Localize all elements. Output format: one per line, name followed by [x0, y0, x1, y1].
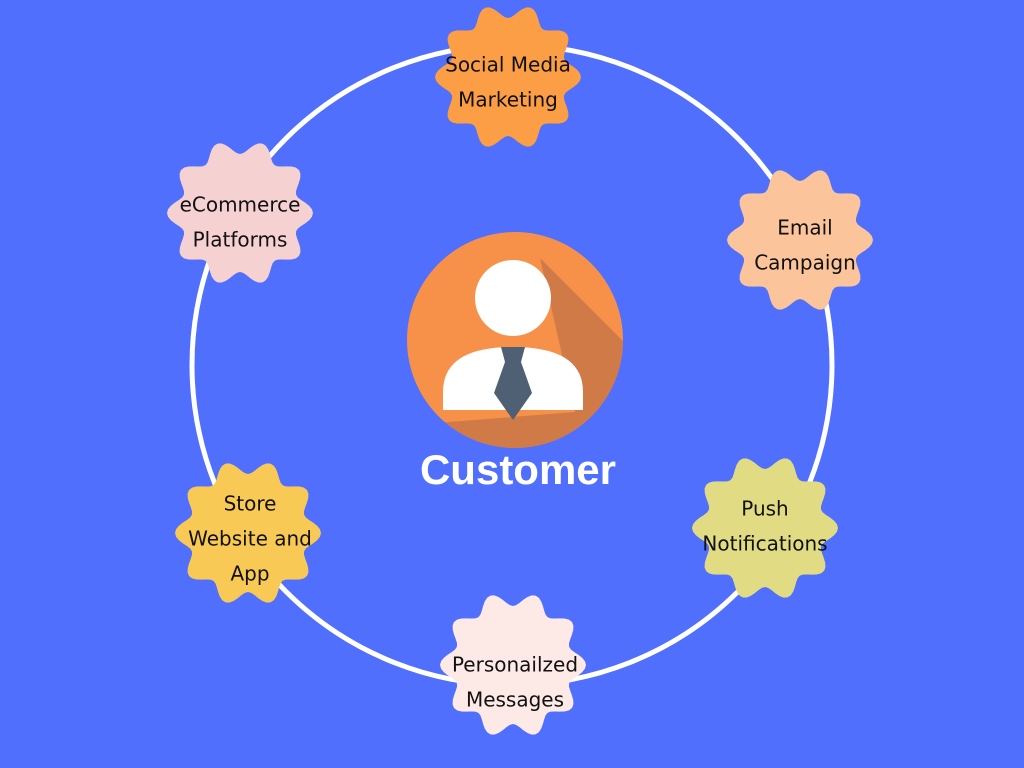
- person-with-tie-icon: [407, 232, 623, 448]
- node-badge-shape: [727, 170, 873, 310]
- node-label: Social Media: [445, 53, 571, 77]
- node-label: Store: [224, 492, 277, 516]
- node-label: Push: [741, 497, 788, 521]
- node-badge-shape: [435, 7, 581, 147]
- center-label: Customer: [420, 446, 616, 493]
- node-label: eCommerce: [180, 193, 301, 217]
- node-badge-shape: [692, 458, 838, 598]
- node-label: Email: [777, 216, 833, 240]
- node-badge-shape: [167, 143, 313, 283]
- node-label: Marketing: [458, 88, 558, 112]
- node-label: App: [230, 562, 269, 586]
- channel-nodes: Social MediaMarketingEmailCampaignPushNo…: [167, 7, 873, 735]
- node-label: Personailzed: [452, 653, 578, 677]
- node-label: Platforms: [193, 228, 288, 252]
- node-label: Campaign: [754, 251, 856, 275]
- node-badge-shape: [440, 595, 586, 735]
- node-badge-shape: [175, 463, 321, 603]
- node-label: Messages: [466, 688, 564, 712]
- node-label: Website and: [188, 527, 312, 551]
- node-label: Notifications: [702, 532, 827, 556]
